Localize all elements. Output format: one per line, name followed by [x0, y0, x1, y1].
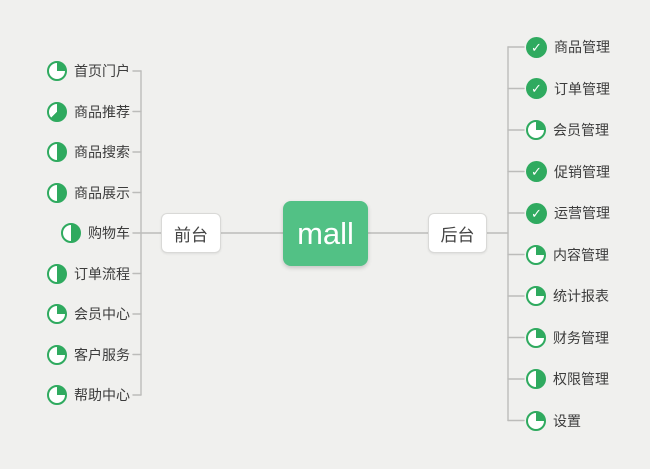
task-progress-pie-icon — [47, 344, 67, 365]
task-done-icon: ✓ — [526, 202, 547, 224]
branch-node-label: 后台 — [440, 225, 475, 245]
task-progress-pie-icon — [61, 223, 81, 243]
topic-label: 会员中心 — [74, 306, 130, 322]
mindmap-topic[interactable]: 购物车 — [61, 222, 130, 244]
task-progress-pie-icon — [47, 385, 67, 405]
root-node-mall[interactable]: mall — [283, 201, 368, 266]
topic-label: 促销管理 — [554, 163, 610, 180]
mindmap-topic[interactable]: 帮助中心 — [47, 384, 130, 406]
mindmap-topic[interactable]: 客户服务 — [47, 344, 130, 366]
topic-label: 订单管理 — [554, 80, 610, 97]
mindmap-topic[interactable]: ✓ 运营管理 — [526, 202, 610, 224]
topic-label: 购物车 — [88, 225, 130, 241]
mindmap-topic[interactable]: 首页门户 — [47, 60, 130, 82]
mindmap-topic[interactable]: 会员管理 — [526, 119, 609, 141]
topic-label: 商品搜索 — [74, 144, 130, 160]
mindmap-topic[interactable]: 权限管理 — [526, 368, 609, 390]
mindmap-topic[interactable]: 会员中心 — [47, 303, 130, 325]
task-progress-pie-icon — [47, 61, 67, 81]
topic-label: 内容管理 — [553, 246, 609, 263]
task-progress-pie-icon — [526, 244, 546, 265]
topic-label: 帮助中心 — [74, 387, 130, 403]
task-progress-pie-icon — [47, 182, 67, 203]
mindmap-topic[interactable]: 订单流程 — [47, 263, 130, 285]
branch-node-frontend[interactable]: 前台 — [161, 213, 221, 253]
mindmap-topic[interactable]: 商品展示 — [47, 182, 130, 204]
mindmap-topic[interactable]: 内容管理 — [526, 244, 609, 266]
task-progress-pie-icon — [526, 286, 546, 306]
topic-label: 商品展示 — [74, 184, 130, 201]
task-done-icon: ✓ — [526, 36, 547, 58]
topic-label: 会员管理 — [553, 122, 609, 138]
task-progress-pie-icon — [526, 327, 546, 348]
topic-label: 商品管理 — [554, 39, 610, 55]
task-progress-pie-icon — [526, 410, 546, 431]
topic-label: 统计报表 — [553, 288, 609, 304]
topic-label: 首页门户 — [74, 63, 130, 79]
mindmap-topic[interactable]: 统计报表 — [526, 285, 609, 307]
topic-label: 客户服务 — [74, 346, 130, 363]
branch-node-label: 前台 — [174, 225, 208, 245]
topic-label: 订单流程 — [74, 265, 130, 282]
mindmap-topic[interactable]: 商品搜索 — [47, 141, 130, 163]
topic-label: 商品推荐 — [74, 103, 130, 120]
task-progress-pie-icon — [47, 101, 67, 122]
mindmap-topic[interactable]: ✓ 订单管理 — [526, 78, 610, 100]
root-node-label: mall — [297, 215, 354, 251]
task-done-icon: ✓ — [526, 78, 547, 99]
task-progress-pie-icon — [526, 369, 546, 389]
task-progress-pie-icon — [47, 263, 67, 284]
task-progress-pie-icon — [47, 304, 67, 324]
topic-label: 运营管理 — [554, 205, 610, 221]
mindmap-topic[interactable]: ✓ 促销管理 — [526, 161, 610, 183]
topic-label: 权限管理 — [553, 371, 609, 387]
mindmap-topic[interactable]: 商品推荐 — [47, 101, 130, 123]
mindmap-topic[interactable]: 设置 — [526, 410, 581, 432]
branch-node-backend[interactable]: 后台 — [428, 213, 487, 253]
task-done-icon: ✓ — [526, 161, 547, 182]
mindmap-topic[interactable]: ✓ 商品管理 — [526, 36, 610, 58]
topic-label: 财务管理 — [553, 329, 609, 346]
mindmap-topic[interactable]: 财务管理 — [526, 327, 609, 349]
task-progress-pie-icon — [47, 142, 67, 162]
topic-label: 设置 — [553, 412, 581, 429]
task-progress-pie-icon — [526, 120, 546, 140]
